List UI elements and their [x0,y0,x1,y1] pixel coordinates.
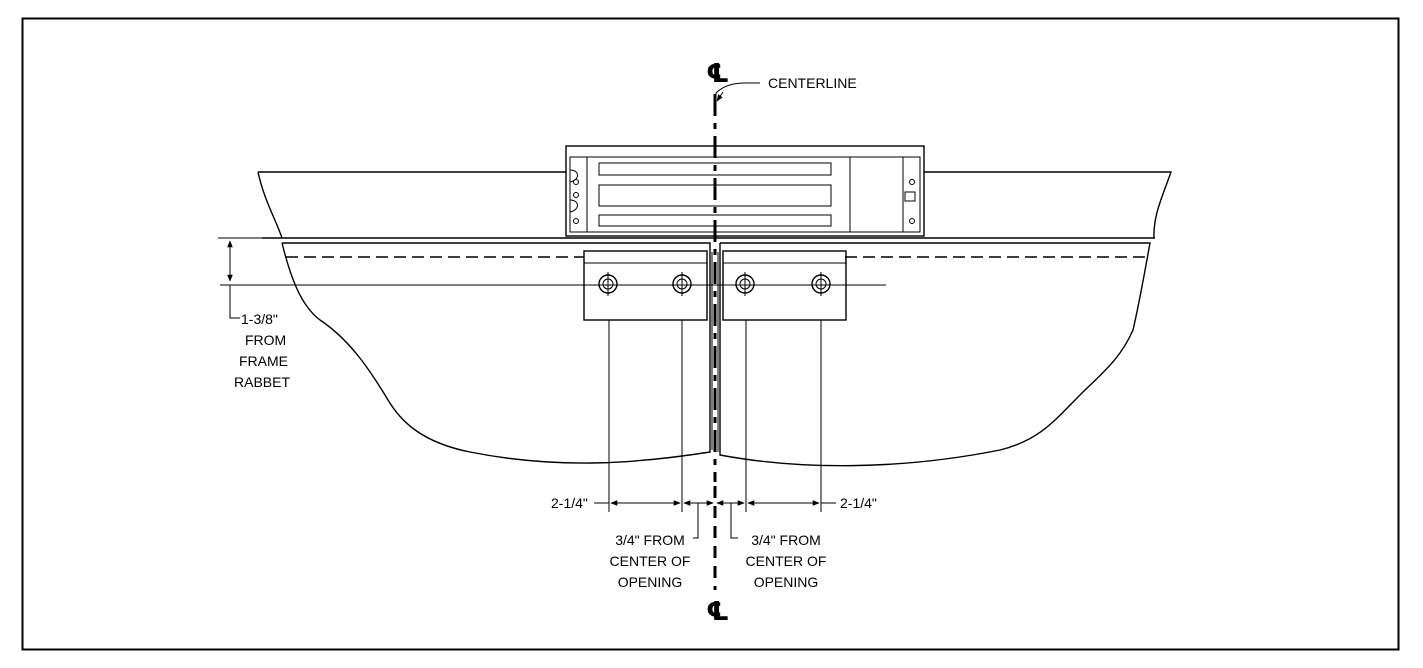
right-offset-leader [730,503,738,539]
extension-lines [608,320,822,512]
left-offset-label-line-1: 3/4" FROM [615,532,685,548]
screw-hole-4 [811,272,831,296]
rabbet-label-line-1: 1-3/8" [241,311,278,327]
right-offset-label-line-3: OPENING [754,574,819,590]
centerline-symbol-top: ℄ [706,58,729,88]
rabbet-dimension [218,237,276,319]
screw-hole-2 [672,272,692,296]
centerline-symbol-bottom: ℄ [706,596,729,626]
left-offset-leader [693,503,699,539]
right-offset-label-line-1: 3/4" FROM [751,532,821,548]
rabbet-label-line-4: RABBET [234,374,290,390]
magnet-housing [565,145,925,237]
frame-header-outline [257,171,1172,239]
right-spacing-label: 2-1/4" [840,495,877,511]
rabbet-label-line-2: FROM [245,332,286,348]
screw-hole-1 [598,272,618,296]
centerline-leader [715,82,760,102]
centerline-label: CENTERLINE [768,75,857,91]
drawing-border [21,17,1400,651]
right-door-leaf-outline [719,242,1151,467]
right-offset-label-line-2: CENTER OF [746,553,827,569]
left-offset-label-line-2: CENTER OF [610,553,691,569]
rabbet-label-line-3: FRAME [239,353,288,369]
left-spacing-label: 2-1/4" [551,495,588,511]
centerline-leader-arrow [716,91,724,102]
left-door-leaf-outline [281,242,711,464]
screw-hole-3 [735,272,755,296]
left-offset-label-line-3: OPENING [618,574,683,590]
